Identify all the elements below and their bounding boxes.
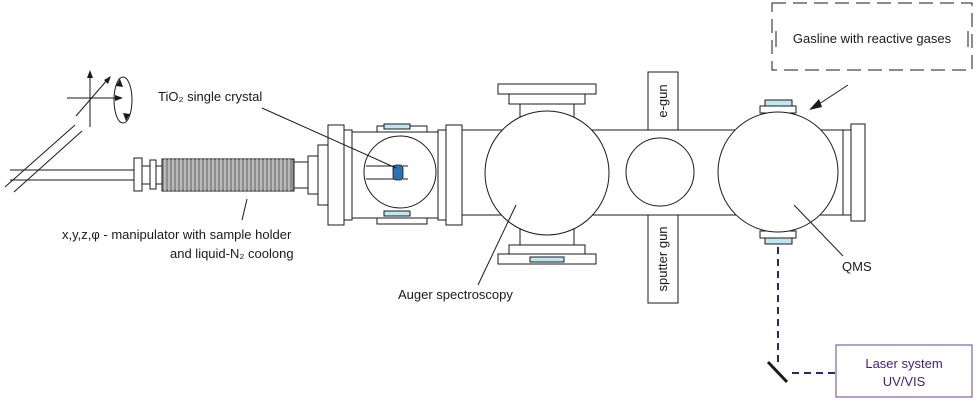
crystal-label: TiO₂ single crystal xyxy=(158,89,262,104)
auger-chamber xyxy=(484,83,610,265)
sputter-gun-label: sputter gun xyxy=(655,226,670,291)
laser-system-box: Laser system UV/VIS xyxy=(835,344,973,398)
axes-rotation-icon xyxy=(67,70,133,127)
qms-label: QMS xyxy=(842,259,872,274)
manipulator xyxy=(4,124,329,206)
auger-callout: Auger spectroscopy xyxy=(398,204,517,302)
e-gun-port xyxy=(647,71,679,131)
auger-label: Auger spectroscopy xyxy=(398,287,513,302)
laser-label-line1: Laser system xyxy=(865,356,942,371)
laser-beam xyxy=(766,247,836,384)
gasline-label: Gasline with reactive gases xyxy=(793,31,952,46)
gun-section: e-gun sputter gun xyxy=(625,71,695,304)
sample-chamber xyxy=(327,123,463,226)
gasline-arrow xyxy=(809,84,849,110)
tio2-crystal xyxy=(366,164,408,181)
crystal-callout: TiO₂ single crystal xyxy=(158,89,397,169)
laser-label-line2: UV/VIS xyxy=(883,374,926,389)
qms-chamber xyxy=(717,99,866,245)
laser-mirror xyxy=(766,360,789,384)
qms-callout: QMS xyxy=(793,204,872,274)
manipulator-label-line1: x,y,z,φ - manipulator with sample holder xyxy=(62,227,292,242)
manipulator-label-line2: and liquid-N₂ coolong xyxy=(170,246,294,261)
gasline-box: Gasline with reactive gases xyxy=(771,2,973,71)
e-gun-label: e-gun xyxy=(655,84,670,117)
sputter-gun-port xyxy=(647,214,679,304)
manipulator-callout: x,y,z,φ - manipulator with sample holder… xyxy=(62,198,294,261)
bellows xyxy=(161,158,295,192)
